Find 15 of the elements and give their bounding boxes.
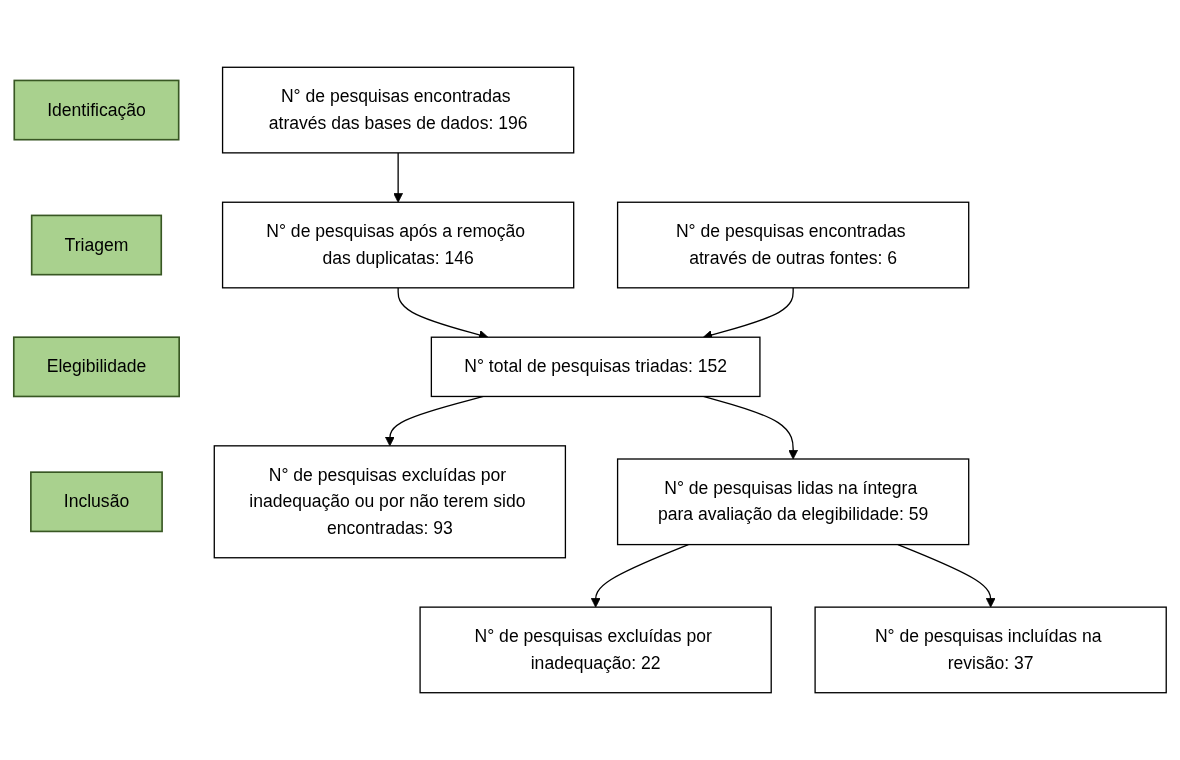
node-box: N° de pesquisas excluídas por inadequação: 22 xyxy=(419,606,772,694)
arrow xyxy=(393,152,403,203)
node-box: Inclusão xyxy=(30,471,163,533)
node-box: N° de pesquisas lidas na íntegra para avaliação da elegibilidade: 59 xyxy=(616,458,970,546)
node-box: N° de pesquisas encontradas através de outras fontes: 6 xyxy=(616,201,970,289)
node-box: N° de pesquisas excluídas por inadequação ou por não terem sido encontradas: 93 xyxy=(213,445,567,559)
node-box: N° de pesquisas após a remoção das duplicatas: 146 xyxy=(221,201,575,289)
node-box: N° de pesquisas incluídas na revisão: 37 xyxy=(814,606,1167,694)
node-box: Elegibilidade xyxy=(12,336,180,398)
node-box: Identificação xyxy=(13,79,180,141)
arrow xyxy=(897,543,996,608)
arrow xyxy=(590,543,689,608)
node-box: N° de pesquisas encontradas através das bases de dados: 196 xyxy=(221,66,575,154)
node-box: Triagem xyxy=(30,214,163,276)
node-box: N° total de pesquisas triadas: 152 xyxy=(430,336,761,398)
